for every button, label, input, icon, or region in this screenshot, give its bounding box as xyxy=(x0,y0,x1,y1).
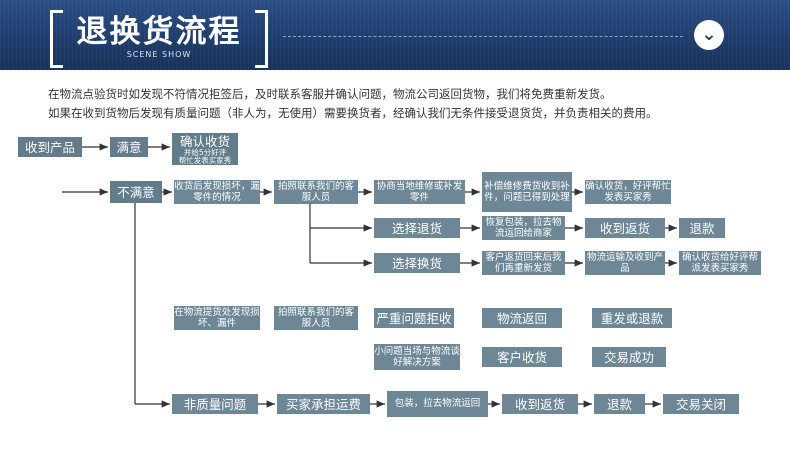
repack-box: 恢复包装，拉去物流运回给商家 xyxy=(482,216,565,240)
photo-contact2-box: 拍照联系我们的客服人员 xyxy=(274,306,358,330)
non-quality-box: 非质量问题 xyxy=(172,394,258,414)
buyer-shipping-box: 买家承担运费 xyxy=(277,394,370,414)
intro-line-1: 在物流点验货时如发现不符情况拒签后，及时联系客服并确认问题，物流公司返回货物，我… xyxy=(48,87,612,101)
header-divider xyxy=(283,36,683,37)
received-product-box: 收到产品 xyxy=(18,137,82,157)
logistics-return-box: 物流返回 xyxy=(482,308,562,328)
intro-line-2: 如果在收到货物后发现有质量问题（非人为，无使用）需要换货者，经确认我们无条件接受… xyxy=(48,106,658,120)
unsatisfied-box: 不满意 xyxy=(110,181,162,203)
compensate-box: 补偿维修费货收到补件，问题已得到处理 xyxy=(482,172,572,212)
chevron-down-icon[interactable]: ⌄ xyxy=(694,20,724,50)
pack-ship-box: 包装，拉去物流运回 xyxy=(387,391,488,417)
confirm-receipt-sub1: 并给5分好评 xyxy=(183,148,227,157)
page-subtitle: SCENE SHOW xyxy=(126,50,192,59)
refund2-box: 退款 xyxy=(594,394,645,414)
reship-box: 客户返货回来后我们再重新发货 xyxy=(482,251,565,275)
confirm-review-box: 确认收货，好评帮忙发表买家秀 xyxy=(585,180,671,204)
satisfied-box: 满意 xyxy=(110,137,148,157)
customer-receive-box: 客户收货 xyxy=(482,347,562,367)
confirm-receipt-box: 确认收货 并给5分好评 帮忙发表买家秀 xyxy=(172,133,238,165)
report-damage-box: 在物流提货处发现损坏、漏件 xyxy=(174,306,260,330)
header-banner: 退换货流程 SCENE SHOW ⌄ xyxy=(0,0,790,70)
found-damage-box: 收货后发现损坏，漏零件的情况 xyxy=(174,180,260,204)
return-received-box: 收到返货 xyxy=(585,218,665,238)
minor-solve-box: 小问题当场与物流谈好解决方案 xyxy=(374,344,460,370)
left-bracket xyxy=(50,10,63,68)
confirm-receipt-sub2: 帮忙发表买家秀 xyxy=(178,155,232,165)
confirm-receipt-title: 确认收货 xyxy=(179,134,230,149)
right-bracket xyxy=(255,10,268,68)
photo-contact-box: 拍照联系我们的客服人员 xyxy=(274,180,358,204)
return-received2-box: 收到返货 xyxy=(502,394,578,414)
negotiate-repair-box: 协商当地维修或补发零件 xyxy=(374,180,465,204)
title-frame: 退换货流程 SCENE SHOW xyxy=(50,10,268,68)
severe-reject-box: 严重问题拒收 xyxy=(374,308,454,328)
choose-exchange-box: 选择换货 xyxy=(374,253,460,273)
deal-closed-box: 交易关闭 xyxy=(663,394,739,414)
page-title: 退换货流程 xyxy=(76,14,242,50)
deal-success-box: 交易成功 xyxy=(592,347,666,367)
confirm-review2-box: 确认收货给好评帮派发表买家秀 xyxy=(679,251,761,275)
logistics-ship-box: 物流运输及收到产品 xyxy=(585,251,665,275)
resend-refund-box: 重发或退款 xyxy=(592,308,672,328)
refund-box: 退款 xyxy=(679,218,725,238)
choose-return-box: 选择退货 xyxy=(374,218,460,238)
